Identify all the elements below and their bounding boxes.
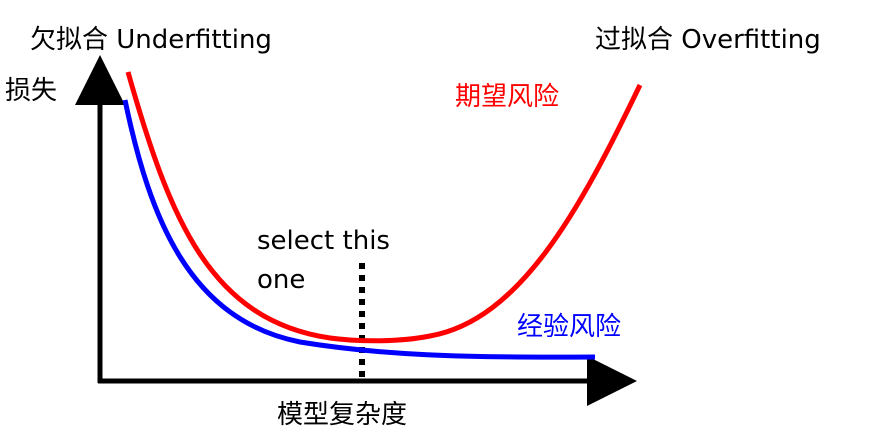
x-axis-label: 模型复杂度 — [277, 400, 408, 430]
expected-risk-label: 期望风险 — [455, 82, 560, 112]
underfitting-label: 欠拟合 Underfitting — [30, 25, 272, 55]
select-annotation-line1: select this — [257, 226, 390, 256]
expected-risk-curve — [125, 71, 643, 344]
overfitting-label: 过拟合 Overfitting — [595, 25, 821, 55]
empirical-risk-curve — [122, 99, 596, 360]
y-axis-label: 损失 — [5, 76, 58, 106]
select-annotation-line2: one — [257, 265, 306, 295]
empirical-risk-label: 经验风险 — [517, 312, 622, 342]
